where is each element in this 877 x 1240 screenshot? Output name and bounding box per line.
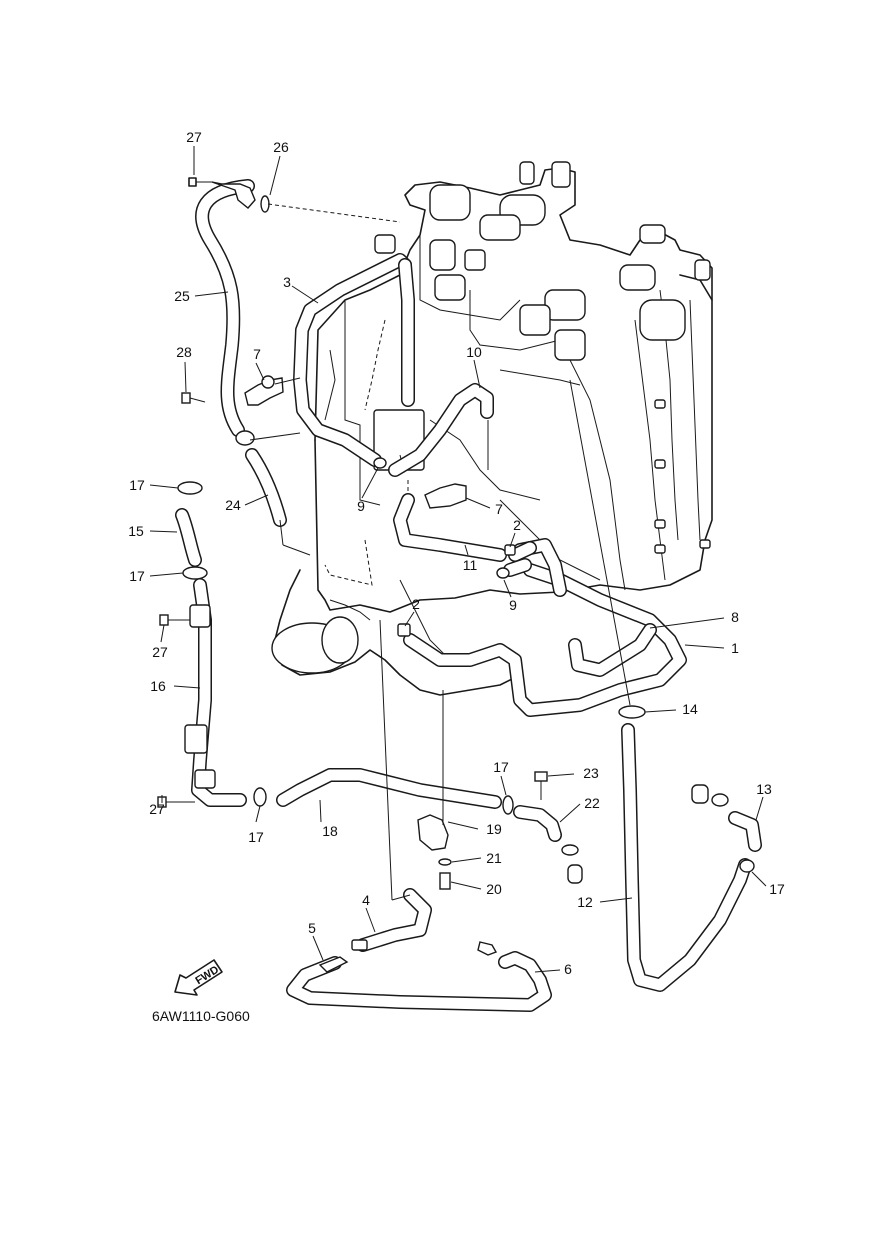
callout-leaders xyxy=(149,146,767,973)
callout-14: 14 xyxy=(682,701,698,717)
diagram-code: 6AW1110-G060 xyxy=(152,1008,250,1024)
callout-27: 27 xyxy=(152,644,168,660)
callout-17: 17 xyxy=(493,759,509,775)
callout-17: 17 xyxy=(129,568,145,584)
callout-2: 2 xyxy=(412,596,420,612)
callout-20: 20 xyxy=(486,881,502,897)
callout-21: 21 xyxy=(486,850,502,866)
callout-22: 22 xyxy=(584,795,600,811)
fittings xyxy=(157,177,755,973)
callout-4: 4 xyxy=(362,892,370,908)
callout-17: 17 xyxy=(129,477,145,493)
callout-9: 9 xyxy=(357,498,365,514)
callout-12: 12 xyxy=(577,894,593,910)
callout-25: 25 xyxy=(174,288,190,304)
callout-26: 26 xyxy=(273,139,289,155)
callout-7: 7 xyxy=(495,501,503,517)
callout-8: 8 xyxy=(731,609,739,625)
fwd-label: FWD xyxy=(193,964,221,987)
callouts: 27 26 25 3 28 7 10 17 24 9 7 15 2 11 17 … xyxy=(128,129,785,977)
callout-27: 27 xyxy=(186,129,202,145)
callout-1: 1 xyxy=(731,640,739,656)
fwd-arrow-icon: FWD xyxy=(174,959,223,996)
engine-block xyxy=(271,161,713,696)
callout-5: 5 xyxy=(308,920,316,936)
callout-23: 23 xyxy=(583,765,599,781)
callout-3: 3 xyxy=(283,274,291,290)
callout-10: 10 xyxy=(466,344,482,360)
callout-18: 18 xyxy=(322,823,338,839)
callout-16: 16 xyxy=(150,678,166,694)
callout-27: 27 xyxy=(149,801,165,817)
callout-9: 9 xyxy=(509,597,517,613)
callout-17: 17 xyxy=(769,881,785,897)
callout-13: 13 xyxy=(756,781,772,797)
callout-2: 2 xyxy=(513,517,521,533)
callout-11: 11 xyxy=(463,557,478,573)
callout-7: 7 xyxy=(253,346,261,362)
callout-15: 15 xyxy=(128,523,144,539)
callout-24: 24 xyxy=(225,497,241,513)
callout-19: 19 xyxy=(486,821,502,837)
callout-28: 28 xyxy=(176,344,192,360)
callout-6: 6 xyxy=(564,961,572,977)
callout-17: 17 xyxy=(248,829,264,845)
hoses xyxy=(175,179,762,1012)
reference-lines xyxy=(249,203,631,901)
